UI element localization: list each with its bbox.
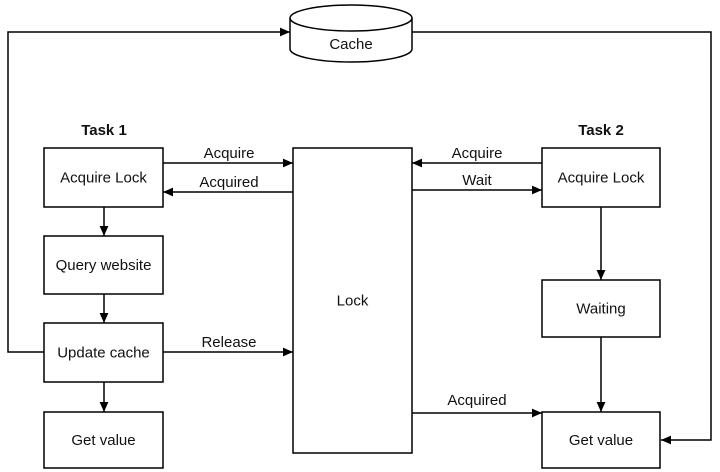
task1-update-cache-node: Update cache <box>43 322 164 383</box>
task2-acquire-lock-node: Acquire Lock <box>541 147 661 208</box>
edge-task2-acquire-label: Acquire <box>452 145 503 162</box>
edge-task2-wait-label: Wait <box>462 172 492 189</box>
cache-cylinder-top <box>289 4 413 32</box>
task1-query-website-label: Query website <box>56 257 152 274</box>
edge-task1-acquired-label: Acquired <box>199 174 258 191</box>
task1-get-value-node: Get value <box>43 411 164 469</box>
lock-label: Lock <box>337 293 369 310</box>
task1-query-website-box <box>43 235 164 295</box>
task1-get-value-box <box>43 411 164 469</box>
task2-title: Task 2 <box>578 122 624 139</box>
edge-task2-acquired-label: Acquired <box>447 392 506 409</box>
lock-box <box>292 147 413 454</box>
edge-update-cache-to-cache <box>7 27 290 353</box>
task1-title: Task 1 <box>81 122 127 139</box>
edge-task1-acquire-label: Acquire <box>204 145 255 162</box>
task1-acquire-lock-box <box>43 147 164 208</box>
task2-waiting-node: Waiting <box>541 279 661 338</box>
task1-acquire-lock-label: Acquire Lock <box>60 170 147 187</box>
task2-acquire-lock-box <box>541 147 661 208</box>
cache-node: Cache <box>289 4 413 63</box>
task2-acquire-lock-label: Acquire Lock <box>558 170 645 187</box>
task2-waiting-label: Waiting <box>576 301 625 318</box>
cache-label: Cache <box>329 36 372 53</box>
edge-task1-release-label: Release <box>201 334 256 351</box>
task1-update-cache-label: Update cache <box>57 345 150 362</box>
task2-get-value-node: Get value <box>541 411 661 469</box>
task2-get-value-label: Get value <box>569 432 633 449</box>
task1-acquire-lock-node: Acquire Lock <box>43 147 164 208</box>
task1-query-website-node: Query website <box>43 235 164 295</box>
task1-get-value-label: Get value <box>71 432 135 449</box>
edge-cache-to-task2-get-value <box>412 31 712 445</box>
lock-node: Lock <box>292 147 413 454</box>
